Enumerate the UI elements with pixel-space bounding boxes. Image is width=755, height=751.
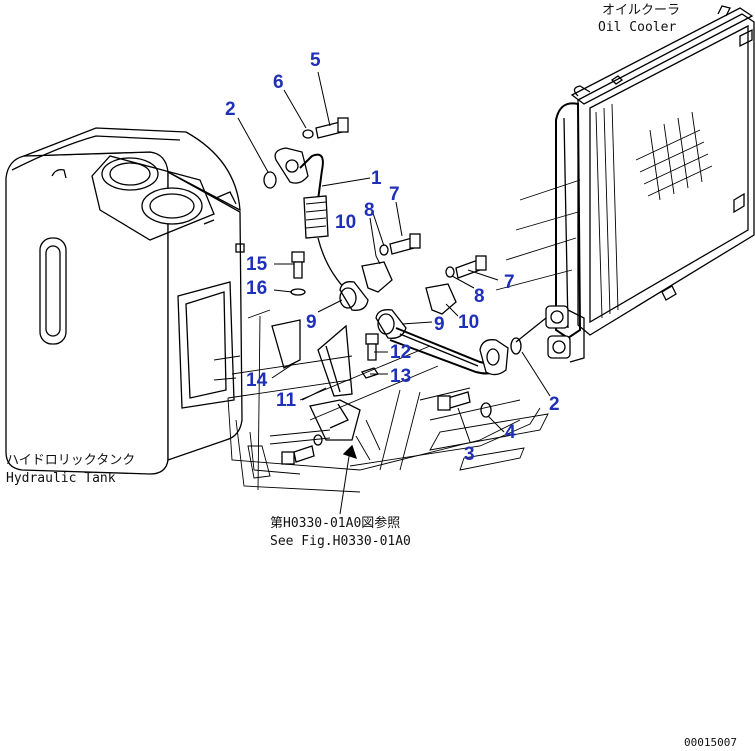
callout-7-lower: 7 [504,272,515,293]
hydraulic-tank [5,127,245,475]
see-fig-label-jp: 第H0330-01A0図参照 [270,515,400,531]
callout-10-left: 10 [335,212,356,233]
callout-6: 6 [273,72,284,93]
callout-2-top: 2 [225,99,236,120]
callout-8-upper: 8 [364,200,375,221]
document-number: 00015007 [684,736,737,749]
callout-8-lower: 8 [474,286,485,307]
hydraulic-tank-label-jp: ハイドロリックタンク [6,453,135,468]
callout-3: 3 [464,444,475,465]
see-fig-label-en: See Fig.H0330-01A0 [270,534,411,549]
callout-16: 16 [246,278,267,299]
callout-9-right: 9 [434,314,445,335]
callout-13: 13 [390,366,411,387]
callout-12: 12 [390,342,411,363]
callout-11: 11 [276,390,297,411]
callout-9-left: 9 [306,312,317,333]
callout-15: 15 [246,254,268,275]
oil-cooler-label-jp: オイルクーラ [602,3,680,18]
oil-cooler [545,5,755,363]
hydraulic-tank-label-en: Hydraulic Tank [6,471,116,486]
callout-10-right: 10 [458,312,479,333]
callout-14: 14 [246,370,268,391]
oil-cooler-label-en: Oil Cooler [598,20,676,35]
frame-linework [213,179,581,493]
callout-7-upper: 7 [389,184,400,205]
captions: オイルクーラ Oil Cooler ハイドロリックタンク Hydraulic T… [6,3,737,749]
callout-2-right: 2 [549,394,560,415]
hose-assembly [263,117,547,465]
callout-5: 5 [310,50,321,71]
leader-lines [237,71,551,515]
callout-labels: 1 2 2 3 4 5 6 7 7 8 8 9 9 10 10 11 12 13… [225,50,560,465]
callout-4: 4 [505,422,516,443]
callout-1: 1 [371,168,382,189]
